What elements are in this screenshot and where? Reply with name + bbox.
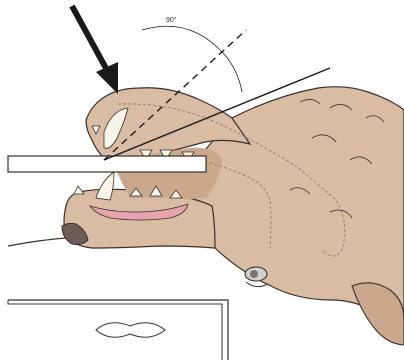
angle-arc	[142, 26, 242, 92]
eye	[245, 267, 268, 287]
arrow-down-right-icon	[72, 6, 118, 94]
angle-label: 90°	[166, 16, 177, 24]
positioning-pad-icon	[96, 323, 165, 337]
chin-line	[8, 238, 66, 246]
